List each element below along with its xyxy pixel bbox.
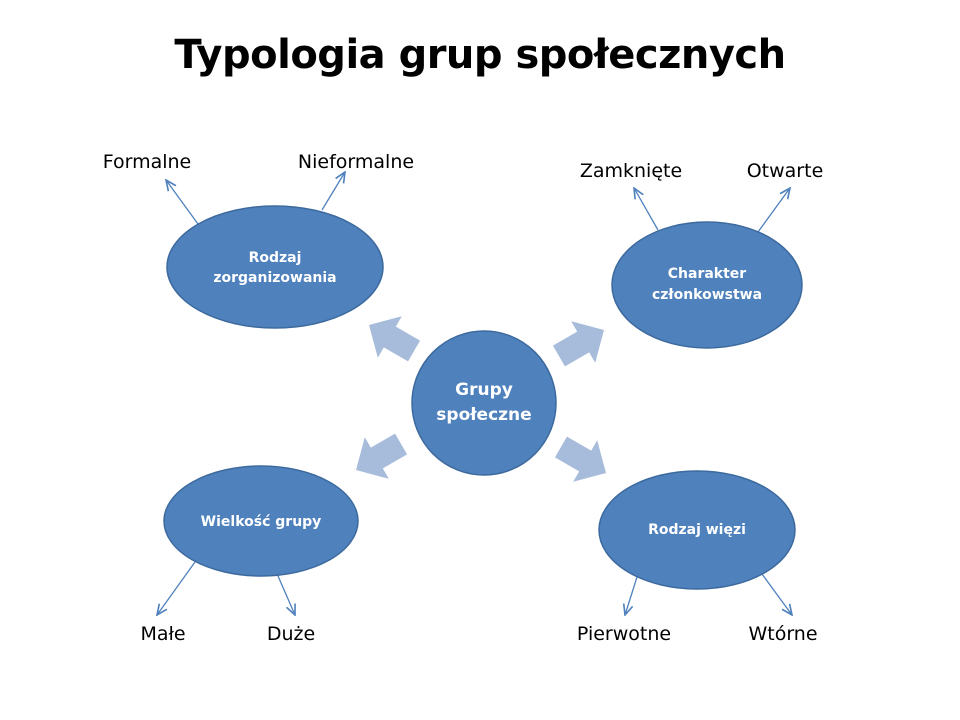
arrow-to-formalne (166, 180, 199, 225)
node-charakter-czlonkowstwa (611, 221, 803, 349)
center-label-line2: społeczne (436, 405, 531, 425)
arrow-to-duze (277, 575, 295, 615)
leaf-otwarte: Otwarte (747, 160, 824, 182)
slide-title: Typologia grup społecznych (174, 32, 786, 78)
leaf-formalne: Formalne (103, 151, 192, 173)
arrow-to-otwarte (757, 188, 790, 233)
leaf-duze: Duże (267, 623, 315, 645)
size-label: Wielkość grupy (201, 514, 322, 530)
node-rodzaj-wiezi (598, 470, 796, 590)
center-to-bond-arrow (554, 436, 606, 482)
leaf-zamkniete: Zamknięte (580, 160, 682, 182)
membership-label-line2: członkowstwa (652, 287, 762, 303)
leaf-nieformalne: Nieformalne (298, 151, 414, 173)
organization-label-line2: zorganizowania (213, 270, 336, 286)
arrow-to-nieformalne (321, 172, 345, 211)
arrow-to-male (157, 561, 196, 615)
leaf-male: Małe (140, 623, 185, 645)
arrow-to-wtorne (761, 573, 792, 615)
membership-label-line1: Charakter (668, 266, 747, 282)
arrow-to-pierwotne (625, 576, 638, 615)
arrow-to-zamkniete (634, 188, 659, 231)
leaf-wtorne: Wtórne (748, 623, 817, 645)
leaf-pierwotne: Pierwotne (577, 623, 671, 645)
center-to-size-arrow (356, 433, 408, 479)
center-to-organization-arrow (369, 316, 421, 362)
node-wielkosc-grupy (163, 465, 359, 577)
node-grupy-spoleczne (411, 330, 557, 476)
bond-label: Rodzaj więzi (648, 522, 746, 538)
center-to-membership-arrow (552, 321, 604, 367)
organization-label-line1: Rodzaj (249, 250, 302, 266)
node-rodzaj-zorganizowania (166, 205, 384, 329)
center-label-line1: Grupy (455, 380, 513, 400)
